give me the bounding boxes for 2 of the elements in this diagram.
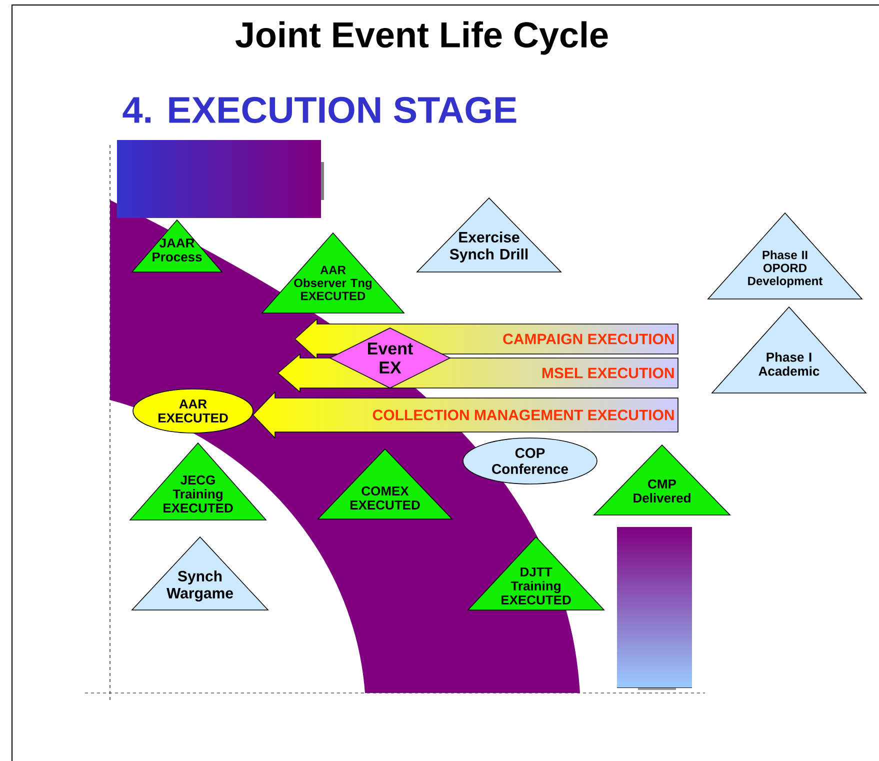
stage-heading: 4. EXECUTION STAGE [122,96,516,124]
title: Joint Event Life Cycle [236,21,608,55]
